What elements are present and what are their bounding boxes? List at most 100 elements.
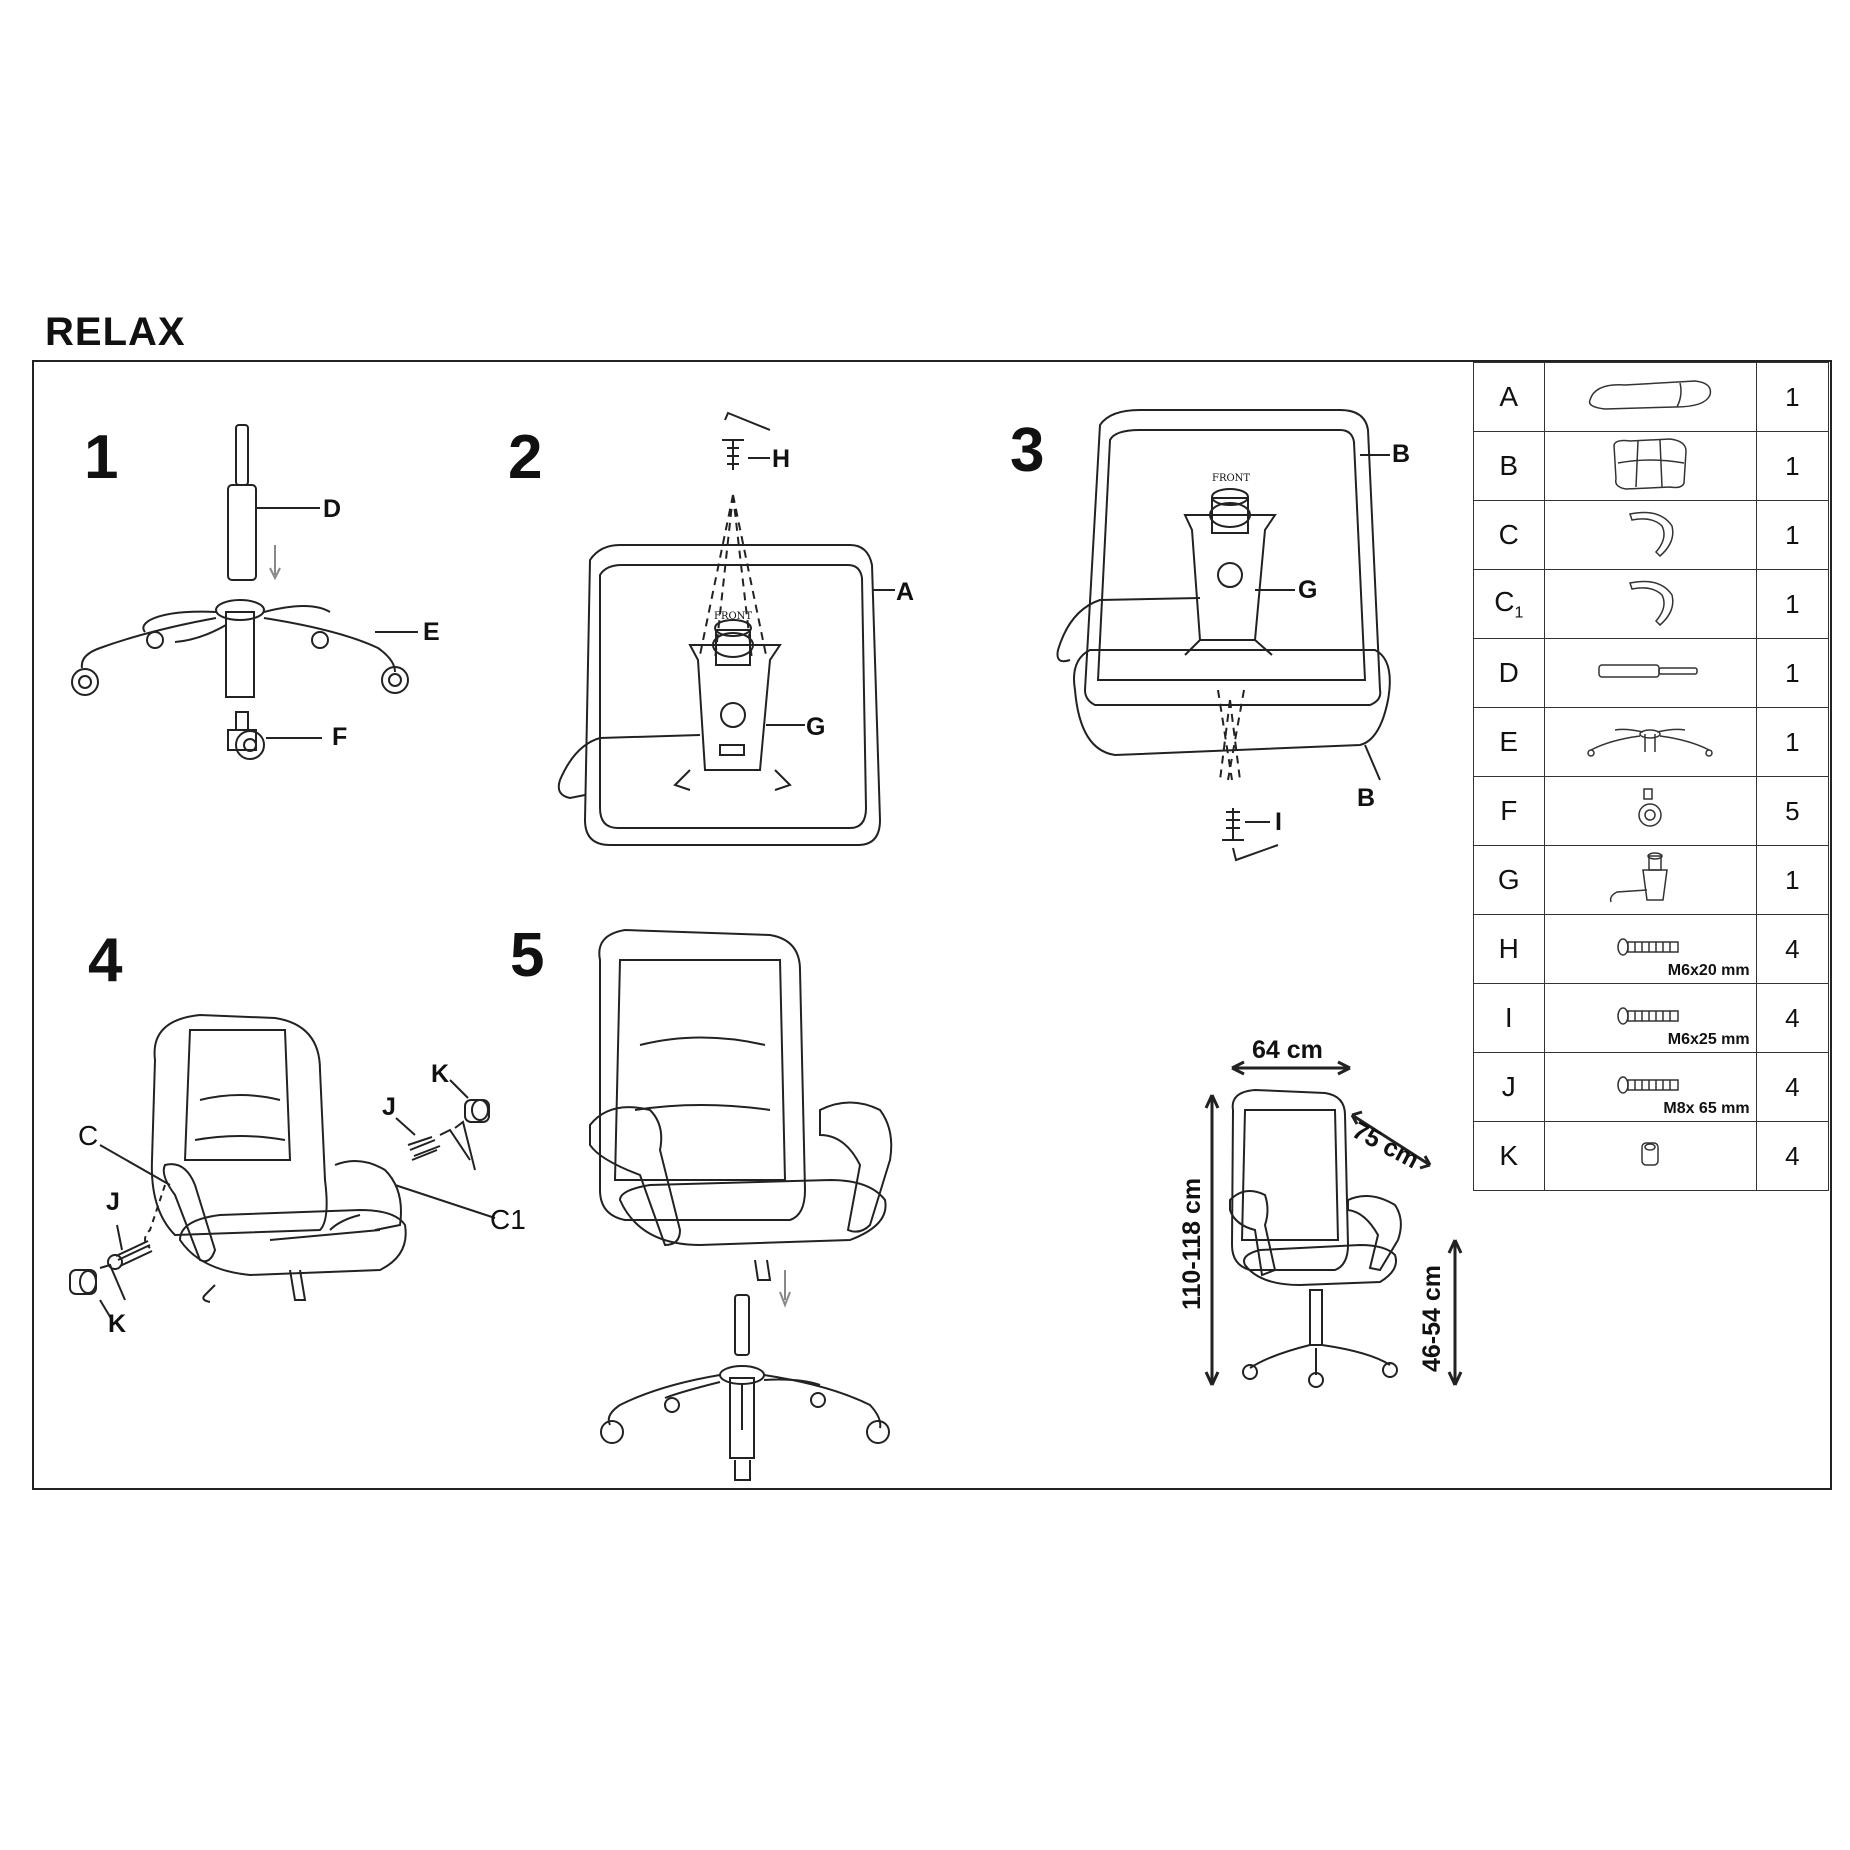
seat-bottom-illustration xyxy=(559,495,895,845)
screw-icon xyxy=(1615,1074,1685,1096)
part-letter: A xyxy=(1473,362,1545,432)
part-letter-text: C xyxy=(1498,519,1519,550)
part-label: B xyxy=(1392,440,1411,468)
label-leaders-step4 xyxy=(100,1145,495,1218)
height-dimension: 110-118 cm xyxy=(1178,1177,1206,1310)
part-label: C1 xyxy=(490,1204,526,1235)
part-quantity: 4 xyxy=(1755,1121,1830,1191)
part-picture xyxy=(1543,500,1757,570)
part-picture xyxy=(1543,707,1757,777)
part-letter: C1 xyxy=(1473,569,1545,639)
step-number: 3 xyxy=(1010,416,1045,485)
part-label: F xyxy=(332,723,348,751)
dimensions-illustration xyxy=(1206,1062,1461,1387)
tilt-mechanism-icon xyxy=(1605,850,1695,906)
caster-illustration xyxy=(228,712,322,759)
gas-lift-illustration xyxy=(228,425,320,580)
part-letter: D xyxy=(1473,638,1545,708)
part-letter-text: B xyxy=(1499,450,1519,481)
backrest-icon xyxy=(1610,437,1690,491)
part-row: J M8x 65 mm 4 xyxy=(1473,1052,1830,1122)
part-label: I xyxy=(1275,808,1282,836)
part-picture: M8x 65 mm xyxy=(1543,1052,1757,1122)
backrest-illustration xyxy=(1058,410,1391,780)
gas-lift-icon xyxy=(1595,661,1705,681)
seat-height-dimension: 46-54 cm xyxy=(1418,1264,1446,1372)
step-number: 4 xyxy=(88,926,123,995)
cap-icon xyxy=(1638,1139,1662,1169)
part-label: C xyxy=(78,1120,99,1151)
part-letter: H xyxy=(1473,914,1545,984)
armrest-icon xyxy=(1620,575,1680,629)
part-picture xyxy=(1543,845,1757,915)
part-letter: J xyxy=(1473,1052,1545,1122)
part-picture: M6x25 mm xyxy=(1543,983,1757,1053)
part-letter-text: I xyxy=(1504,1002,1513,1033)
screw-icon xyxy=(1615,1005,1685,1027)
part-picture xyxy=(1543,1121,1757,1191)
part-letter-text: E xyxy=(1499,726,1519,757)
part-label: J xyxy=(106,1188,120,1216)
part-quantity: 1 xyxy=(1755,638,1830,708)
part-letter: K xyxy=(1473,1121,1545,1191)
part-quantity: 1 xyxy=(1755,500,1830,570)
part-quantity: 1 xyxy=(1755,569,1830,639)
screw-size-label: M6x25 mm xyxy=(1667,1031,1750,1048)
part-letter-text: A xyxy=(1499,381,1519,412)
part-label: G xyxy=(1298,576,1318,604)
part-picture xyxy=(1543,362,1757,432)
instructions-frame xyxy=(32,360,1832,1490)
part-picture xyxy=(1543,569,1757,639)
part-quantity: 4 xyxy=(1755,1052,1830,1122)
step-number: 5 xyxy=(510,921,545,990)
part-label: E xyxy=(423,618,440,646)
part-quantity: 4 xyxy=(1755,914,1830,984)
screw-j-bottom-illustration xyxy=(108,1225,152,1269)
part-label: B xyxy=(1357,784,1376,812)
part-label: J xyxy=(382,1093,396,1121)
part-letter-text: G xyxy=(1497,864,1520,895)
part-label: H xyxy=(772,445,791,473)
star-base-illustration xyxy=(72,600,418,697)
page-title: RELAX xyxy=(45,310,186,354)
part-label: D xyxy=(323,495,342,523)
screw-h-illustration xyxy=(722,413,770,470)
part-letter: I xyxy=(1473,983,1545,1053)
part-letter: C xyxy=(1473,500,1545,570)
part-letter: G xyxy=(1473,845,1545,915)
part-quantity: 5 xyxy=(1755,776,1830,846)
part-quantity: 1 xyxy=(1755,362,1830,432)
step-number: 2 xyxy=(508,423,543,492)
part-label: K xyxy=(431,1060,450,1088)
part-letter-text: H xyxy=(1498,933,1519,964)
part-picture: M6x20 mm xyxy=(1543,914,1757,984)
seat-cushion-icon xyxy=(1585,375,1715,415)
chair-without-base-illustration xyxy=(145,1015,406,1302)
part-letter-text: K xyxy=(1499,1140,1519,1171)
screw-size-label: M8x 65 mm xyxy=(1663,1100,1750,1117)
screw-i-illustration xyxy=(1222,808,1278,860)
part-letter-subscript: 1 xyxy=(1514,604,1524,622)
step-number: 1 xyxy=(84,423,119,492)
screw-j-top-illustration xyxy=(396,1118,475,1170)
part-picture xyxy=(1543,776,1757,846)
part-letter-text: D xyxy=(1498,657,1519,688)
armrest-icon xyxy=(1620,506,1680,560)
part-picture xyxy=(1543,638,1757,708)
part-quantity: 1 xyxy=(1755,431,1830,501)
part-label: G xyxy=(806,713,826,741)
part-row: H M6x20 mm 4 xyxy=(1473,914,1830,984)
screw-icon xyxy=(1615,936,1685,958)
star-base-icon xyxy=(1585,720,1715,760)
part-quantity: 4 xyxy=(1755,983,1830,1053)
part-quantity: 1 xyxy=(1755,707,1830,777)
screw-size-label: M6x20 mm xyxy=(1667,962,1750,979)
